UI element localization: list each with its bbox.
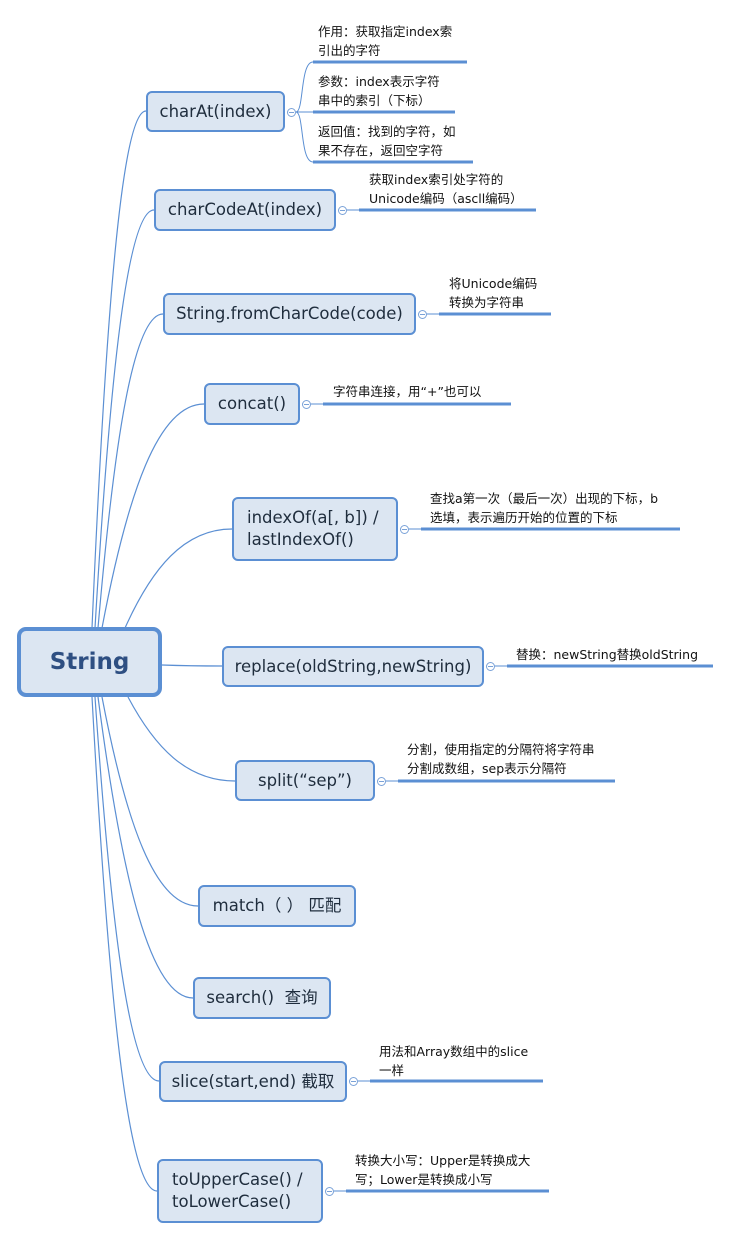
collapse-toggle-concat[interactable] bbox=[302, 400, 311, 409]
link-slice bbox=[94, 696, 160, 1082]
note-concat: 字符串连接，用“+”也可以 bbox=[333, 384, 482, 399]
collapse-toggle-charat[interactable] bbox=[287, 108, 296, 117]
node-charcodeat[interactable]: charCodeAt(index) bbox=[154, 189, 336, 231]
underline-charat-return-stem bbox=[295, 111, 314, 163]
link-match bbox=[101, 696, 199, 907]
note-split: 分割，使用指定的分隔符将字符串 分割成数组，sep表示分隔符 bbox=[407, 742, 595, 776]
link-concat bbox=[101, 403, 205, 629]
collapse-toggle-fromcharcode[interactable] bbox=[418, 310, 427, 319]
link-charcodeat bbox=[94, 209, 155, 629]
node-replace[interactable]: replace(oldString,newString) bbox=[222, 646, 484, 687]
collapse-toggle-tocase[interactable] bbox=[325, 1187, 334, 1196]
node-match[interactable]: match（ ） 匹配 bbox=[198, 885, 356, 927]
node-fromcharcode[interactable]: String.fromCharCode(code) bbox=[163, 293, 416, 335]
note-charcodeat: 获取index索引处字符的 Unicode编码（ascll编码） bbox=[369, 172, 523, 206]
node-concat[interactable]: concat() bbox=[204, 383, 300, 425]
link-charat bbox=[91, 110, 147, 629]
node-charat[interactable]: charAt(index) bbox=[146, 91, 285, 132]
underline-charat-purpose-stem bbox=[295, 61, 314, 113]
node-slice[interactable]: slice(start,end) 截取 bbox=[159, 1061, 347, 1102]
note-charat-return: 返回值：找到的字符，如 果不存在，返回空字符 bbox=[318, 124, 456, 158]
collapse-toggle-split[interactable] bbox=[377, 777, 386, 786]
collapse-toggle-indexof[interactable] bbox=[400, 525, 409, 534]
collapse-toggle-charcodeat[interactable] bbox=[338, 206, 347, 215]
note-replace: 替换：newString替换oldString bbox=[516, 647, 699, 662]
note-charat-purpose: 作用：获取指定index索 引出的字符 bbox=[318, 24, 453, 58]
note-fromcharcode: 将Unicode编码 转换为字符串 bbox=[449, 276, 538, 310]
link-fromcharcode bbox=[97, 313, 164, 629]
node-split[interactable]: split(“sep”) bbox=[235, 760, 375, 801]
link-replace bbox=[161, 664, 223, 667]
node-tocase[interactable]: toUpperCase() / toLowerCase() bbox=[157, 1159, 323, 1223]
link-tocase bbox=[91, 696, 158, 1192]
link-search bbox=[97, 696, 194, 999]
note-slice: 用法和Array数组中的slice 一样 bbox=[379, 1044, 529, 1078]
root-node-string[interactable]: String bbox=[17, 627, 162, 697]
note-indexof: 查找a第一次（最后一次）出现的下标，b 选填，表示遍历开始的位置的下标 bbox=[430, 491, 659, 525]
collapse-toggle-replace[interactable] bbox=[486, 662, 495, 671]
node-search[interactable]: search() 查询 bbox=[193, 977, 331, 1019]
link-indexof bbox=[124, 528, 233, 629]
collapse-toggle-slice[interactable] bbox=[349, 1077, 358, 1086]
note-tocase: 转换大小写：Upper是转换成大 写；Lower是转换成小写 bbox=[355, 1153, 531, 1187]
note-charat-params: 参数：index表示字符 串中的索引（下标） bbox=[318, 74, 440, 108]
node-indexof[interactable]: indexOf(a[, b]) / lastIndexOf() bbox=[232, 497, 398, 561]
link-split bbox=[127, 696, 236, 782]
